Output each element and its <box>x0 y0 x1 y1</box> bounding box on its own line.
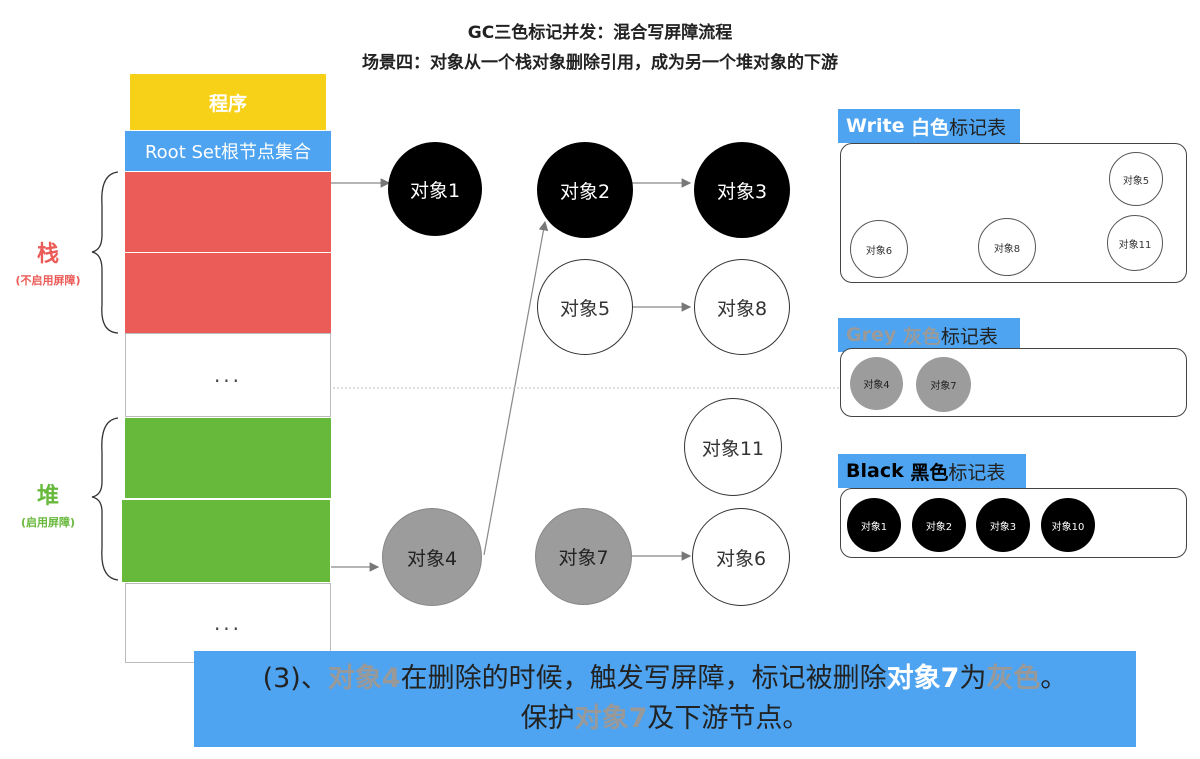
black-table: 对象1 对象2 对象3 对象10 <box>840 488 1187 558</box>
black-table-header: Black 黑色标记表 <box>838 454 1026 488</box>
stack-title: 栈 <box>36 242 59 267</box>
heap-brace <box>91 417 119 581</box>
node-obj7: 对象7 <box>535 508 632 605</box>
step-caption: (3)、对象4在删除的时候，触发写屏障，标记被删除对象7为灰色。 保护对象7及下… <box>194 651 1136 747</box>
heap-title: 堆 <box>36 484 59 509</box>
grey-table-suffix: 标记表 <box>940 325 998 348</box>
stack-cell-2 <box>125 253 331 333</box>
grey-item-obj4: 对象4 <box>850 357 903 410</box>
node-obj6: 对象6 <box>692 508 790 606</box>
black-item-obj2: 对象2 <box>912 498 966 552</box>
grey-item-obj7: 对象7 <box>916 357 971 412</box>
stack-label: 栈 (不启用屏障) <box>8 236 88 288</box>
white-table-cn-color: 白色 <box>911 116 950 139</box>
black-item-obj1: 对象1 <box>847 498 901 552</box>
white-table-en: Write <box>846 115 905 137</box>
ellipsis: ... <box>213 611 243 635</box>
heap-note: (启用屏障) <box>20 516 76 529</box>
caption-text: 在删除的时候，触发写屏障，标记被删除 <box>400 663 887 694</box>
black-item-obj3: 对象3 <box>976 498 1030 552</box>
node-obj2: 对象2 <box>537 142 633 238</box>
grey-table-header: Grey 灰色标记表 <box>838 318 1020 352</box>
caption-line-2: 保护对象7及下游节点。 <box>194 699 1136 739</box>
white-table-header: Write 白色标记表 <box>838 109 1020 143</box>
stack-cell-1 <box>125 172 331 252</box>
black-table-cn-color: 黑色 <box>910 461 949 484</box>
root-set-header: Root Set根节点集合 <box>125 131 331 171</box>
caption-text: 。 <box>1040 663 1068 694</box>
white-item-obj11: 对象11 <box>1107 215 1163 271</box>
white-table: 对象5 对象6 对象8 对象11 <box>840 143 1187 283</box>
black-table-en: Black <box>846 460 904 482</box>
node-obj4: 对象4 <box>382 508 482 606</box>
caption-line-1: (3)、对象4在删除的时候，触发写屏障，标记被删除对象7为灰色。 <box>194 659 1136 699</box>
grey-table: 对象4 对象7 <box>840 348 1187 417</box>
caption-highlight-obj7: 对象7 <box>886 663 960 694</box>
node-obj5: 对象5 <box>537 259 633 355</box>
caption-highlight-grey: 灰色 <box>986 663 1041 694</box>
node-obj11: 对象11 <box>684 398 782 496</box>
stack-ellipsis-cell: ... <box>125 333 331 417</box>
caption-text: 保护 <box>520 703 575 734</box>
white-item-obj6: 对象6 <box>850 220 908 278</box>
node-obj1: 对象1 <box>388 142 482 236</box>
black-table-suffix: 标记表 <box>948 461 1006 484</box>
heap-cell-2 <box>122 500 330 582</box>
white-item-obj8: 对象8 <box>978 218 1036 276</box>
program-header: 程序 <box>130 74 326 130</box>
node-obj3: 对象3 <box>694 142 790 238</box>
caption-highlight-obj7: 对象7 <box>574 703 648 734</box>
heap-label: 堆 (启用屏障) <box>8 478 88 530</box>
heap-ellipsis-cell: ... <box>125 583 331 663</box>
diagram-subtitle: 场景四：对象从一个栈对象删除引用，成为另一个堆对象的下游 <box>362 53 838 73</box>
caption-text: 为 <box>959 663 987 694</box>
white-item-obj5: 对象5 <box>1109 152 1163 206</box>
white-table-suffix: 标记表 <box>949 116 1007 139</box>
ellipsis: ... <box>213 363 243 387</box>
stack-brace <box>91 171 119 334</box>
grey-table-cn-color: 灰色 <box>902 325 941 348</box>
stack-note: (不启用屏障) <box>15 274 81 287</box>
node-obj8: 对象8 <box>694 259 790 355</box>
caption-text: 及下游节点。 <box>647 703 810 734</box>
diagram-title: GC三色标记并发：混合写屏障流程 <box>467 23 733 43</box>
grey-table-en: Grey <box>846 324 897 346</box>
black-item-obj10: 对象10 <box>1041 498 1095 552</box>
caption-text: (3)、 <box>262 663 328 694</box>
caption-highlight-obj4: 对象4 <box>327 663 401 694</box>
heap-cell-1 <box>125 418 331 498</box>
